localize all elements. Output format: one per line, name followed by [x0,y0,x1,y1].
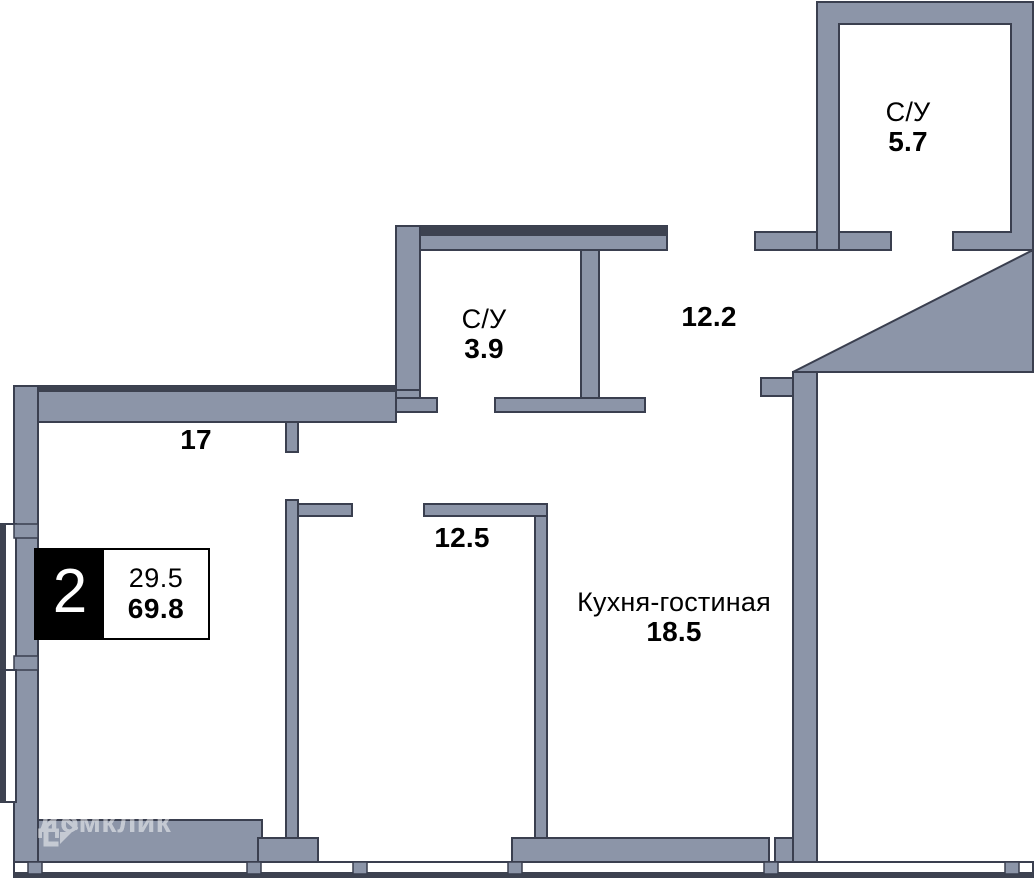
window-mullion [507,861,523,875]
wall-bath-middle-right-partition [580,249,600,405]
wall-hall-right-stub [760,377,794,397]
room-area: 12.5 [434,522,490,553]
window-band-dark-edge [14,872,1033,878]
wall-bedroom-top-right [423,503,548,517]
room-label-hall: 12.2 [681,302,736,332]
wall-bottom-left-block [37,819,263,863]
wall-bath-middle-bottom [494,397,646,413]
wall-bath-topright-bottom-left [838,231,892,251]
wall-bath-middle-bottom-left-stub [395,397,438,413]
window-mullion [352,861,368,875]
room-label-bath-middle: С/У 3.9 [462,305,507,363]
window-mullion [27,861,43,875]
room-label-corridor: 17 [180,425,212,455]
room-name: Кухня-гостиная [577,587,771,617]
room-name: С/У [885,97,931,127]
window-mullion [763,861,779,875]
room-label-bath-top-right: С/У 5.7 [886,98,931,156]
wall-middle-left-vertical [395,225,421,391]
wall-middle-top-dark [396,226,667,236]
room-name: С/У [461,304,507,334]
room-area: 12.2 [681,301,737,332]
wall-bedroom-bottom-block [257,837,319,863]
wall-bath-topright-stub [754,231,818,251]
wall-bedroom-left-vertical [285,499,299,839]
window-left-mullion [13,655,39,671]
window-mullion [246,861,262,875]
room-area: 18.5 [646,615,702,647]
room-label-bedroom: 12.5 [434,523,489,553]
wall-middle-top [395,225,668,405]
room-area: 3.9 [464,332,504,364]
room-area: 5.7 [888,125,928,157]
window-left-mullion [13,523,39,539]
rooms-area-badge: 2 29.5 69.8 [34,548,210,640]
wall-right-vertical [792,371,818,863]
badge-living-area: 69.8 [127,593,185,625]
window-left-upper-dark-edge [0,524,6,670]
wall-bedroom-top-left-stub [297,503,353,517]
window-left-lower-dark-edge [0,670,6,802]
wall-corridor-stub [285,421,299,453]
rooms-count: 2 [36,550,104,638]
room-area: 17 [180,424,212,455]
wall-kitchen-bottom-block [511,837,770,863]
window-mullion [1004,861,1020,875]
badge-total-area: 29.5 [128,563,184,594]
room-label-kitchen-living: Кухня-гостиная 18.5 [577,588,771,646]
wall-corridor-top-dark [14,386,396,392]
badge-areas: 29.5 69.8 [104,550,208,638]
wall-bedroom-right-vertical [534,511,548,839]
wall-bath-topright-shell [816,1,1034,251]
